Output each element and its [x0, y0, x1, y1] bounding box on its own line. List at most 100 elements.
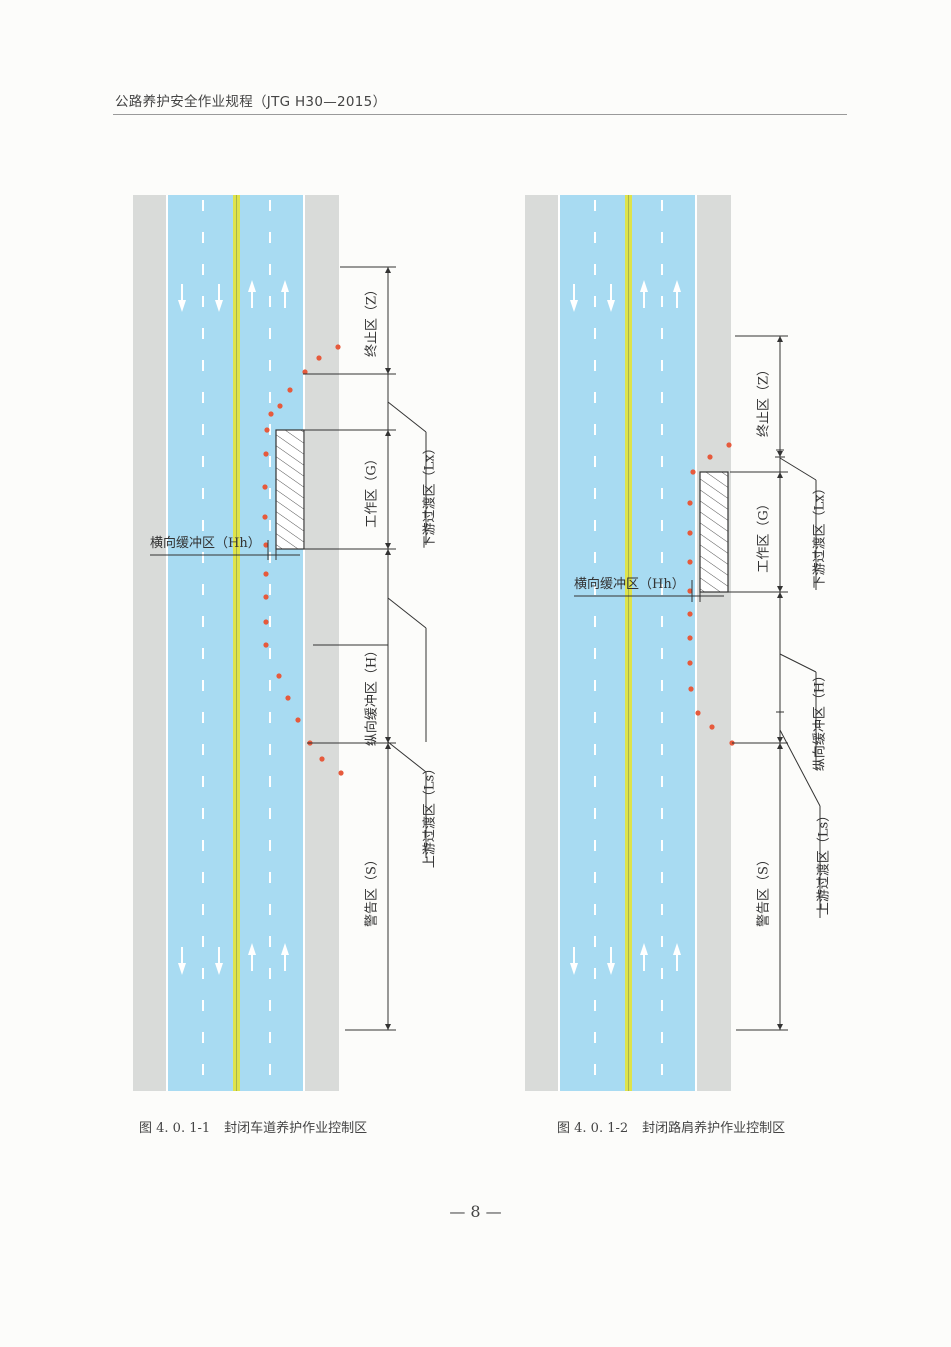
traffic-cone: [726, 442, 732, 448]
label-work-zone: 工作区（G）: [365, 452, 380, 527]
dim-arrowhead: [385, 1024, 391, 1030]
caption-figure-2: 图 4. 0. 1-2 封闭路肩养护作业控制区: [557, 1117, 785, 1136]
traffic-cone: [263, 542, 269, 548]
traffic-cone: [690, 469, 696, 475]
label-termination-zone: 终止区（Z）: [756, 363, 772, 437]
work-area-hatch: [699, 471, 729, 593]
dim-arrowhead: [385, 737, 391, 743]
traffic-cone: [687, 635, 693, 641]
traffic-cone: [263, 571, 269, 577]
traffic-cone: [262, 484, 268, 490]
traffic-cone: [687, 559, 693, 565]
arrow-up-icon: [673, 943, 681, 971]
traffic-cone: [687, 500, 693, 506]
label-lateral-buffer: 横向缓冲区（Hh）: [150, 535, 261, 551]
left-shoulder: [133, 195, 166, 1091]
label-lateral-buffer: 横向缓冲区（Hh）: [574, 576, 685, 592]
traffic-cone: [264, 427, 270, 433]
arrow-down-icon: [178, 947, 186, 975]
left-shoulder: [525, 195, 558, 1091]
dim-arrowhead: [385, 430, 391, 436]
arrow-down-icon: [570, 947, 578, 975]
label-downstream-transition: 下游过渡区（Lx）: [422, 442, 438, 549]
caption-text: 封闭路肩养护作业控制区: [642, 1121, 786, 1136]
label-warning-zone: 警告区（S）: [756, 853, 772, 927]
arrow-down-icon: [178, 284, 186, 312]
dim-arrowhead: [385, 368, 391, 374]
label-warning-zone: 警告区（S）: [364, 853, 380, 927]
traffic-cone: [276, 673, 282, 679]
arrow-up-icon: [640, 943, 648, 971]
traffic-cone: [316, 355, 322, 361]
leader-line: [779, 729, 821, 807]
dim-arrowhead: [385, 543, 391, 549]
traffic-cone: [707, 454, 713, 460]
leader-line: [387, 401, 427, 433]
label-upstream-transition: 上游过渡区（Ls）: [816, 809, 832, 915]
traffic-cone: [335, 344, 341, 350]
dim-arrowhead: [777, 592, 783, 598]
traffic-cone: [687, 588, 693, 594]
dim-arrowhead: [777, 472, 783, 478]
traffic-cone: [263, 619, 269, 625]
dim-arrowhead: [777, 451, 783, 457]
caption-figure-1: 图 4. 0. 1-1 封闭车道养护作业控制区: [139, 1117, 367, 1136]
arrow-down-icon: [607, 947, 615, 975]
dim-arrowhead: [777, 1024, 783, 1030]
traffic-cone: [319, 756, 325, 762]
traffic-cone: [687, 611, 693, 617]
arrow-down-icon: [570, 284, 578, 312]
label-longitudinal-buffer: 纵向缓冲区（H）: [364, 644, 380, 746]
traffic-cone: [687, 530, 693, 536]
traffic-cone: [695, 710, 701, 716]
arrow-up-icon: [281, 280, 289, 308]
label-upstream-transition: 上游过渡区（Ls）: [422, 762, 438, 868]
dim-arrowhead: [385, 549, 391, 555]
traffic-cone: [338, 770, 344, 776]
caption-text: 封闭车道养护作业控制区: [224, 1121, 368, 1136]
arrow-down-icon: [215, 284, 223, 312]
work-area-hatch: [275, 429, 305, 550]
arrow-up-icon: [281, 943, 289, 971]
traffic-cone: [688, 686, 694, 692]
label-longitudinal-buffer: 纵向缓冲区（H）: [812, 669, 828, 771]
arrow-down-icon: [215, 947, 223, 975]
leader-line: [779, 457, 817, 481]
arrow-up-icon: [248, 943, 256, 971]
leader-line: [779, 653, 817, 673]
page-number: — 8 —: [449, 1202, 502, 1221]
traffic-cone: [302, 369, 308, 375]
dim-arrowhead: [777, 743, 783, 749]
arrow-up-icon: [640, 280, 648, 308]
caption-number: 图 4. 0. 1-1: [139, 1121, 211, 1136]
label-work-zone: 工作区（G）: [757, 497, 772, 572]
right-shoulder: [697, 195, 731, 1091]
traffic-cone: [263, 642, 269, 648]
label-downstream-transition: 下游过渡区（Lx）: [812, 482, 828, 589]
label-termination-zone: 终止区（Z）: [364, 283, 380, 357]
right-shoulder: [305, 195, 339, 1091]
traffic-cone: [263, 594, 269, 600]
traffic-cone: [263, 451, 269, 457]
traffic-cone: [277, 403, 283, 409]
running-header: 公路养护安全作业规程（JTG H30—2015）: [115, 94, 387, 110]
traffic-cone: [268, 411, 274, 417]
dim-arrowhead: [385, 743, 391, 749]
header-rule: [113, 114, 847, 115]
leader-line: [387, 597, 427, 629]
traffic-cone: [709, 724, 715, 730]
arrow-up-icon: [248, 280, 256, 308]
caption-number: 图 4. 0. 1-2: [557, 1121, 629, 1136]
traffic-cone: [687, 660, 693, 666]
dim-arrowhead: [385, 267, 391, 273]
dim-arrowhead: [777, 586, 783, 592]
arrow-down-icon: [607, 284, 615, 312]
traffic-cone: [285, 695, 291, 701]
traffic-cone: [295, 717, 301, 723]
dim-arrowhead: [777, 737, 783, 743]
traffic-cone: [287, 387, 293, 393]
arrow-up-icon: [673, 280, 681, 308]
traffic-cone: [262, 514, 268, 520]
